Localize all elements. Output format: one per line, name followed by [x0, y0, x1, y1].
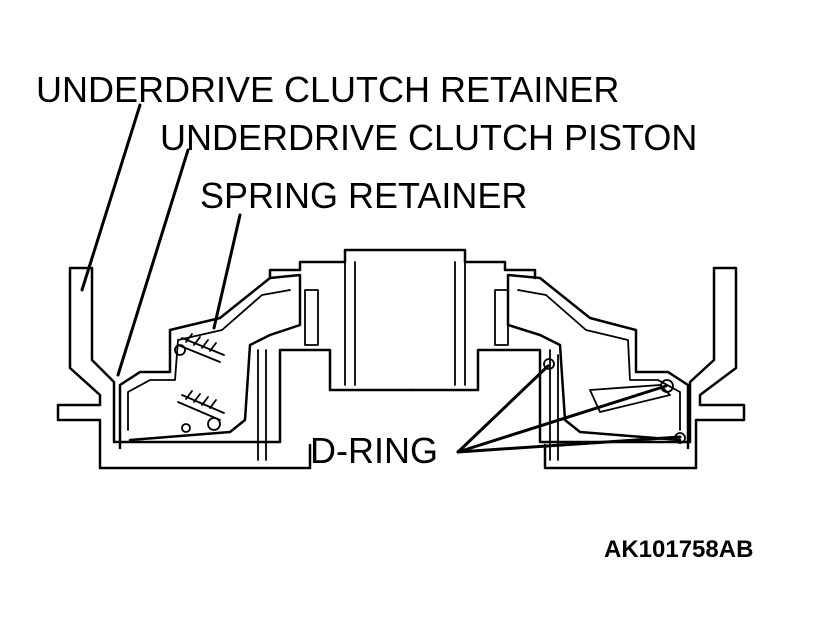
spring-upper-left [177, 333, 225, 363]
label-underdrive-clutch-piston: UNDERDRIVE CLUTCH PISTON [160, 117, 698, 158]
retainer-outer-right [409, 266, 746, 470]
leader-retainer [80, 103, 142, 292]
retainer-outer-left [56, 266, 413, 470]
leader-d-ring-3 [456, 435, 682, 454]
label-underdrive-clutch-retainer: UNDERDRIVE CLUTCH RETAINER [36, 69, 620, 110]
piston-left-inner [127, 289, 291, 431]
hub-bore [344, 261, 466, 386]
leader-piston [116, 148, 190, 377]
spring-seat-lower-left-2 [181, 423, 191, 433]
piston-left [118, 273, 302, 450]
label-d-ring: D-RING [310, 430, 438, 471]
label-spring-retainer: SPRING RETAINER [200, 175, 528, 216]
spring-seat-upper-left [174, 344, 186, 356]
spring-seat-lower-left [207, 417, 221, 431]
leader-d-ring-2 [456, 384, 668, 454]
hub-center-right [494, 289, 509, 346]
d-ring-seat-right [660, 379, 674, 393]
piston-right [506, 273, 690, 450]
figure-code: AK101758AB [604, 536, 754, 563]
spring-lower-left [177, 390, 225, 421]
left-inner-wall [257, 349, 267, 461]
leader-spring-retainer [212, 213, 242, 330]
piston-right-inner [517, 289, 681, 431]
hub-top [268, 248, 537, 280]
d-ring-seat-upper [543, 358, 555, 370]
hub-center-left [304, 289, 319, 346]
right-inner-wall [549, 349, 559, 461]
right-spring-area [589, 384, 671, 413]
retainer-base [98, 443, 698, 470]
leader-d-ring-1 [456, 364, 550, 454]
